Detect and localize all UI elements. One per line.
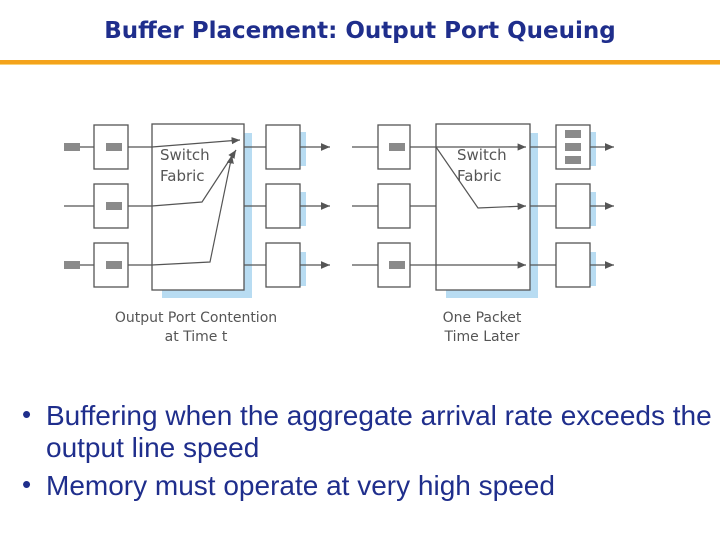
left-input-packet-3: [106, 261, 122, 269]
left-caption-1: Output Port Contention: [115, 310, 277, 326]
bullet-dot: •: [22, 399, 32, 429]
right-queued-packet-1: [565, 130, 581, 138]
right-fabric-label-1: Switch: [457, 146, 507, 164]
bullet-text: Memory must operate at very high speed: [46, 469, 555, 501]
left-fabric-label-1: Switch: [160, 146, 210, 164]
left-arriving-packet-3: [64, 261, 80, 269]
bullet-item: • Buffering when the aggregate arrival ra…: [22, 399, 712, 464]
right-path-2: [435, 146, 527, 210]
right-panel: Switch Fabric One Packet Time Later: [352, 123, 614, 345]
right-queued-packet-3: [565, 156, 581, 164]
left-path-3: [151, 154, 234, 266]
right-caption-2: Time Later: [444, 329, 520, 345]
left-fabric-label-2: Fabric: [160, 167, 205, 185]
left-arriving-packet-1: [64, 143, 80, 151]
right-caption-1: One Packet: [443, 310, 522, 326]
right-fabric-label-2: Fabric: [457, 167, 502, 185]
right-input-packet-3: [389, 261, 405, 269]
left-path-1: [151, 137, 241, 148]
left-output-port-3: [265, 242, 301, 288]
bullet-dot: •: [22, 468, 32, 499]
left-panel: Switch Fabric Output Port Contention at …: [64, 123, 330, 345]
title-rule: [0, 60, 720, 64]
title-rule-accent: [0, 64, 720, 65]
left-output-port-2: [265, 183, 301, 229]
bullet-text: Buffering when the aggregate arrival rat…: [46, 400, 712, 463]
right-input-port-2: [377, 183, 411, 229]
right-output-port-3: [555, 242, 591, 288]
right-output-port-2: [555, 183, 591, 229]
bullet-list: • Buffering when the aggregate arrival ra…: [22, 399, 712, 508]
bullet-item: • Memory must operate at very high speed: [22, 468, 712, 502]
left-input-packet-1: [106, 143, 122, 151]
left-caption-2: at Time t: [165, 329, 228, 345]
left-path-2: [151, 149, 237, 207]
left-input-packet-2: [106, 202, 122, 210]
output-queuing-diagram: Switch Fabric Output Port Contention at …: [64, 123, 614, 345]
right-queued-packet-2: [565, 143, 581, 151]
right-input-packet-1: [389, 143, 405, 151]
slide-title: Buffer Placement: Output Port Queuing: [104, 18, 616, 44]
left-output-port-1: [265, 124, 301, 170]
